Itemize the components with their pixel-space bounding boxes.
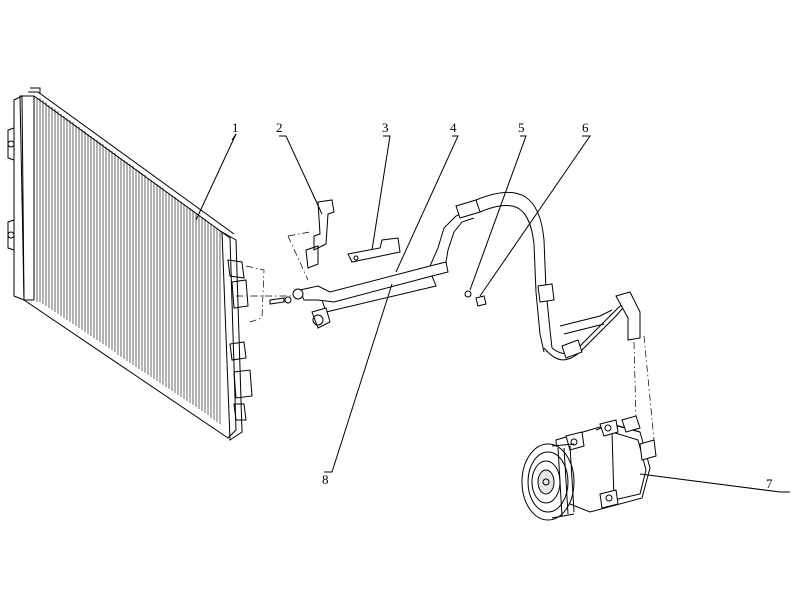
condenser xyxy=(7,87,253,441)
assembly-lines-condenser xyxy=(236,265,300,323)
label-part-5: 5 xyxy=(518,120,525,135)
fastener-part-6 xyxy=(475,295,487,307)
label-part-6: 6 xyxy=(582,120,589,135)
label-part-7: 7 xyxy=(766,476,773,491)
leader-lines xyxy=(195,133,790,493)
hose-main xyxy=(475,191,641,361)
label-part-8: 8 xyxy=(322,472,329,487)
bolt-left xyxy=(269,296,292,305)
condenser-fins xyxy=(39,98,221,424)
pipe-part-4 xyxy=(292,199,481,303)
label-part-2: 2 xyxy=(276,120,283,135)
bracket-part-2 xyxy=(287,199,335,281)
fastener-part-5 xyxy=(464,290,472,298)
compressor xyxy=(521,415,657,521)
label-part-4: 4 xyxy=(450,120,457,135)
label-part-1: 1 xyxy=(232,120,239,135)
bracket-part-3 xyxy=(347,237,401,263)
label-part-3: 3 xyxy=(382,120,389,135)
